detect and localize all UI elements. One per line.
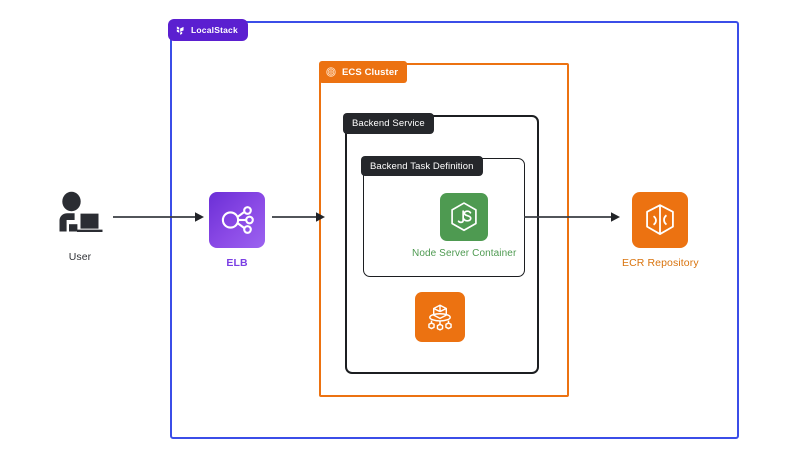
user-laptop-icon [59,191,103,232]
localstack-badge: LocalStack [168,19,248,41]
node-user[interactable]: User [52,186,108,263]
user-tile [52,186,108,242]
user-caption: User [68,251,92,263]
node-server-caption: Node Server Container [412,248,517,259]
backend-service-label: Backend Service [352,118,425,129]
ecs-cluster-icon [325,66,337,78]
localstack-boundary [170,21,739,439]
ecs-cluster-label: ECS Cluster [342,66,399,78]
node-server-tile [440,193,489,241]
backend-task-definition-label: Backend Task Definition [370,160,474,172]
ecr-repository-icon [646,204,675,235]
node-node-server-container[interactable]: Node Server Container [412,193,516,259]
load-balancer-icon [221,206,254,234]
node-ecs-task[interactable] [415,292,465,342]
node-elb[interactable]: ELB [209,192,265,269]
backend-service-badge: Backend Service [343,113,434,134]
ecr-tile [632,192,689,248]
ecs-cluster-boundary [319,63,569,397]
ecs-task-icon [428,304,452,331]
backend-task-definition-badge: Backend Task Definition [361,156,483,176]
ecs-cluster-badge: ECS Cluster [319,61,408,83]
localstack-logo-icon [175,25,186,36]
nodejs-icon [451,202,477,232]
ecr-caption: ECR Repository [622,257,699,269]
elb-tile [209,192,265,248]
localstack-label: LocalStack [191,25,238,35]
elb-caption: ELB [226,257,248,269]
node-ecr-repository[interactable]: ECR Repository [622,192,699,269]
